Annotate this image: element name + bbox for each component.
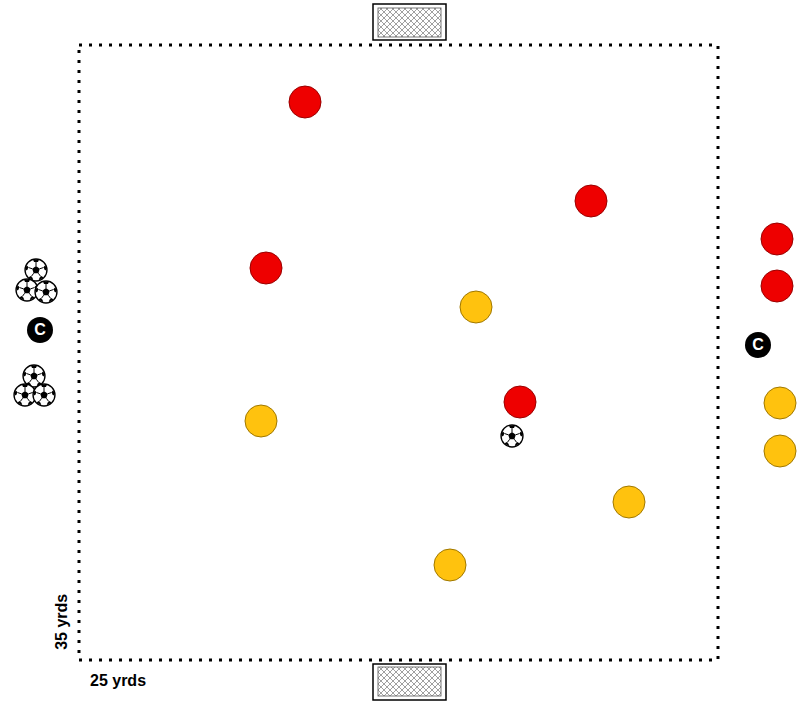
coach-letter: C (34, 322, 46, 338)
soccer-ball (501, 425, 523, 447)
red-player (504, 386, 536, 418)
red-player (761, 270, 793, 302)
yellow-player (764, 387, 796, 419)
red-player (250, 252, 282, 284)
coach-marker: C (27, 317, 53, 343)
field-boundary (79, 45, 718, 660)
yellow-player (613, 486, 645, 518)
yellow-player (434, 549, 466, 581)
goal-net (378, 8, 441, 37)
yellow-player (245, 405, 277, 437)
goal (373, 664, 446, 700)
coach-letter: C (752, 337, 764, 353)
coach-marker: C (745, 332, 771, 358)
goal-frame (373, 664, 446, 700)
yellow-player (460, 291, 492, 323)
dimension-label: 35 yrds (53, 594, 71, 650)
goal-net (378, 667, 441, 696)
red-player (289, 86, 321, 118)
red-team (250, 86, 793, 418)
soccer-ball (25, 259, 47, 281)
soccer-ball (35, 281, 57, 303)
goal-frame (373, 4, 446, 40)
dimension-label: 25 yrds (90, 672, 146, 690)
soccer-ball (33, 384, 55, 406)
yellow-player (764, 435, 796, 467)
goal (373, 4, 446, 40)
yellow-team (245, 291, 796, 581)
red-player (575, 185, 607, 217)
red-player (761, 223, 793, 255)
